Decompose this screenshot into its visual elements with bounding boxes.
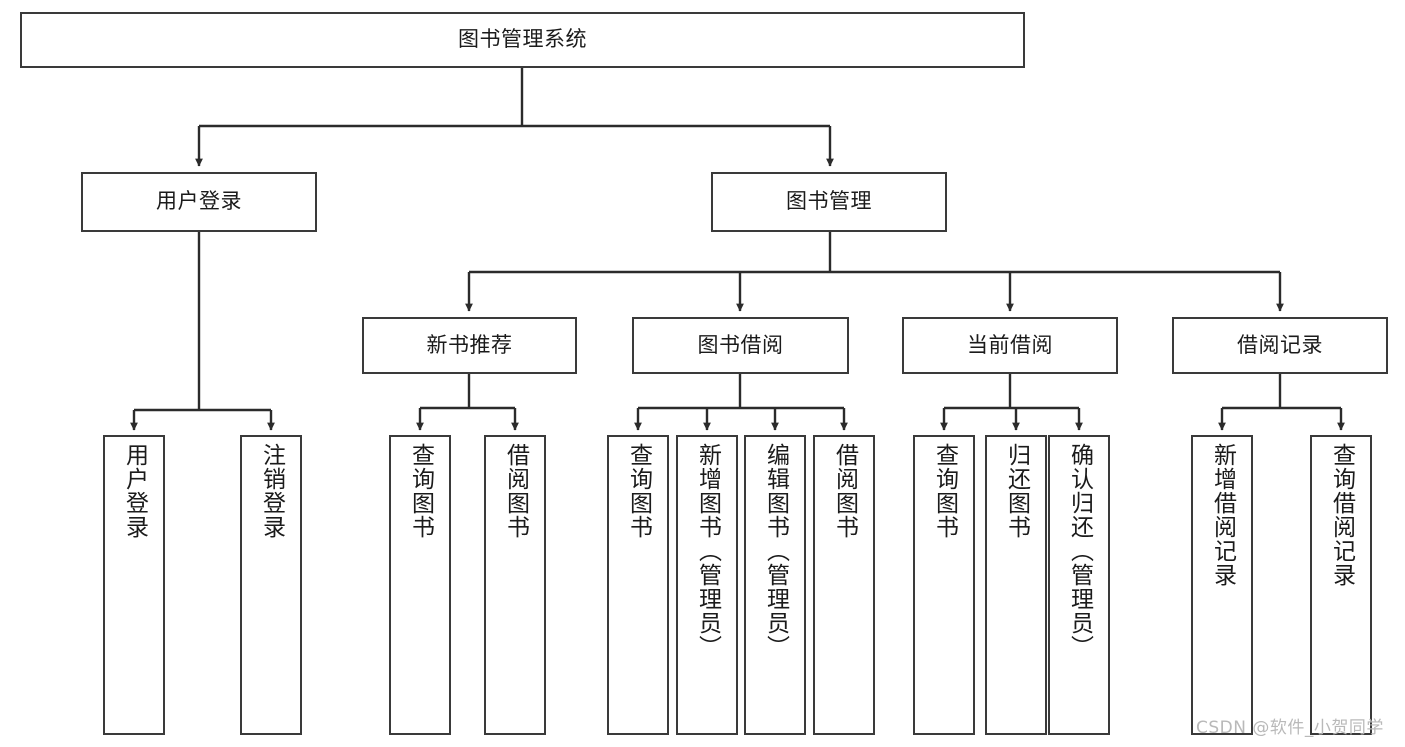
node-book-manage-label: 图书管理 xyxy=(786,189,872,214)
node-current-borrow-label: 当前借阅 xyxy=(967,332,1053,357)
node-leaf-return-book[interactable]: 归还图书 xyxy=(985,435,1047,735)
node-borrow-record-label: 借阅记录 xyxy=(1237,332,1323,357)
node-leaf-query-book-2-label: 查询图书 xyxy=(625,443,652,539)
node-leaf-query-record[interactable]: 查询借阅记录 xyxy=(1310,435,1372,735)
node-leaf-query-book-3[interactable]: 查询图书 xyxy=(913,435,975,735)
node-leaf-query-book-1[interactable]: 查询图书 xyxy=(389,435,451,735)
node-new-book-rec[interactable]: 新书推荐 xyxy=(362,317,577,374)
node-leaf-return-book-label: 归还图书 xyxy=(1003,443,1030,539)
node-leaf-add-book[interactable]: 新增图书（管理员） xyxy=(676,435,738,735)
node-leaf-confirm-return-label: 确认归还（管理员） xyxy=(1066,443,1093,659)
node-leaf-user-logout[interactable]: 注销登录 xyxy=(240,435,302,735)
node-leaf-user-login-label: 用户登录 xyxy=(121,443,148,539)
node-user-login[interactable]: 用户登录 xyxy=(81,172,317,232)
node-root[interactable]: 图书管理系统 xyxy=(20,12,1025,68)
node-book-manage[interactable]: 图书管理 xyxy=(711,172,947,232)
node-root-label: 图书管理系统 xyxy=(458,27,587,52)
node-leaf-edit-book[interactable]: 编辑图书（管理员） xyxy=(744,435,806,735)
node-book-borrow[interactable]: 图书借阅 xyxy=(632,317,849,374)
node-leaf-query-book-3-label: 查询图书 xyxy=(931,443,958,539)
csdn-watermark: CSDN @软件_小贺同学 xyxy=(1196,718,1384,738)
node-leaf-query-book-2[interactable]: 查询图书 xyxy=(607,435,669,735)
node-leaf-add-record-label: 新增借阅记录 xyxy=(1209,443,1236,587)
node-leaf-add-record[interactable]: 新增借阅记录 xyxy=(1191,435,1253,735)
node-leaf-query-record-label: 查询借阅记录 xyxy=(1328,443,1355,587)
node-leaf-edit-book-label: 编辑图书（管理员） xyxy=(762,443,789,659)
node-borrow-record[interactable]: 借阅记录 xyxy=(1172,317,1388,374)
node-new-book-rec-label: 新书推荐 xyxy=(426,332,513,357)
node-current-borrow[interactable]: 当前借阅 xyxy=(902,317,1118,374)
node-leaf-borrow-book-1[interactable]: 借阅图书 xyxy=(484,435,546,735)
node-leaf-user-login[interactable]: 用户登录 xyxy=(103,435,165,735)
node-leaf-borrow-book-1-label: 借阅图书 xyxy=(502,443,529,539)
node-leaf-add-book-label: 新增图书（管理员） xyxy=(694,443,721,659)
node-leaf-borrow-book-2[interactable]: 借阅图书 xyxy=(813,435,875,735)
node-leaf-confirm-return[interactable]: 确认归还（管理员） xyxy=(1048,435,1110,735)
node-leaf-query-book-1-label: 查询图书 xyxy=(407,443,434,539)
node-leaf-user-logout-label: 注销登录 xyxy=(258,443,285,539)
node-user-login-label: 用户登录 xyxy=(156,189,242,214)
node-book-borrow-label: 图书借阅 xyxy=(697,332,784,357)
node-leaf-borrow-book-2-label: 借阅图书 xyxy=(831,443,858,539)
